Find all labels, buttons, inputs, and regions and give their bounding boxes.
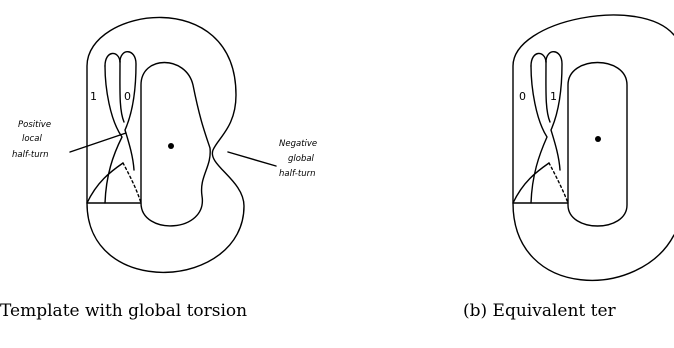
negative-annotation-line1: Negative — [279, 139, 317, 149]
panel-b-inner-hole — [567, 61, 628, 227]
panel-a-strip-bottom — [86, 162, 124, 204]
panel-b-strand-label-0: 0 — [519, 90, 526, 103]
panel-a-strip-dashed — [122, 162, 142, 204]
panel-b-strand-label-1: 1 — [550, 90, 557, 103]
caption-panel-b: (b) Equivalent ter — [463, 301, 616, 321]
positive-annotation-line3: half-turn — [12, 150, 48, 160]
panel-b-strip-top — [530, 52, 547, 67]
panel-a-inner-hole — [140, 61, 211, 227]
panel-a-strip-inner-upper — [119, 61, 125, 123]
panel-a-strand-label-1: 1 — [90, 90, 97, 103]
panel-b-strip-inner-upper — [545, 61, 551, 123]
panel-b-strip-left-edge — [530, 65, 548, 204]
panel-b-strip-bottom — [512, 162, 550, 204]
positive-annotation-line1: Positive — [18, 120, 51, 130]
panel-a-strip-right-edge — [119, 51, 137, 171]
panel-a-strip-left-edge — [104, 65, 123, 204]
panel-a-diagram — [69, 16, 277, 274]
panel-b-outer-boundary — [512, 14, 674, 282]
panel-b-center-dot — [595, 136, 601, 142]
negative-annotation-line2: global — [288, 154, 315, 164]
panel-a-negative-arrow — [227, 151, 277, 167]
panel-a-outer-boundary — [86, 16, 245, 274]
panel-a-positive-arrow — [69, 132, 127, 153]
positive-annotation-line2: local — [22, 134, 42, 144]
negative-annotation-line3: half-turn — [279, 169, 315, 179]
panel-a-strand-label-0: 0 — [124, 90, 131, 103]
panel-b-strip-right-edge — [545, 51, 563, 171]
panel-a-center-dot — [168, 143, 174, 149]
panel-b-diagram — [512, 14, 674, 282]
caption-panel-a: ) Template with global torsion — [0, 301, 248, 321]
panel-a-strip-top — [104, 52, 121, 67]
panel-b-strip-dashed — [548, 162, 569, 204]
